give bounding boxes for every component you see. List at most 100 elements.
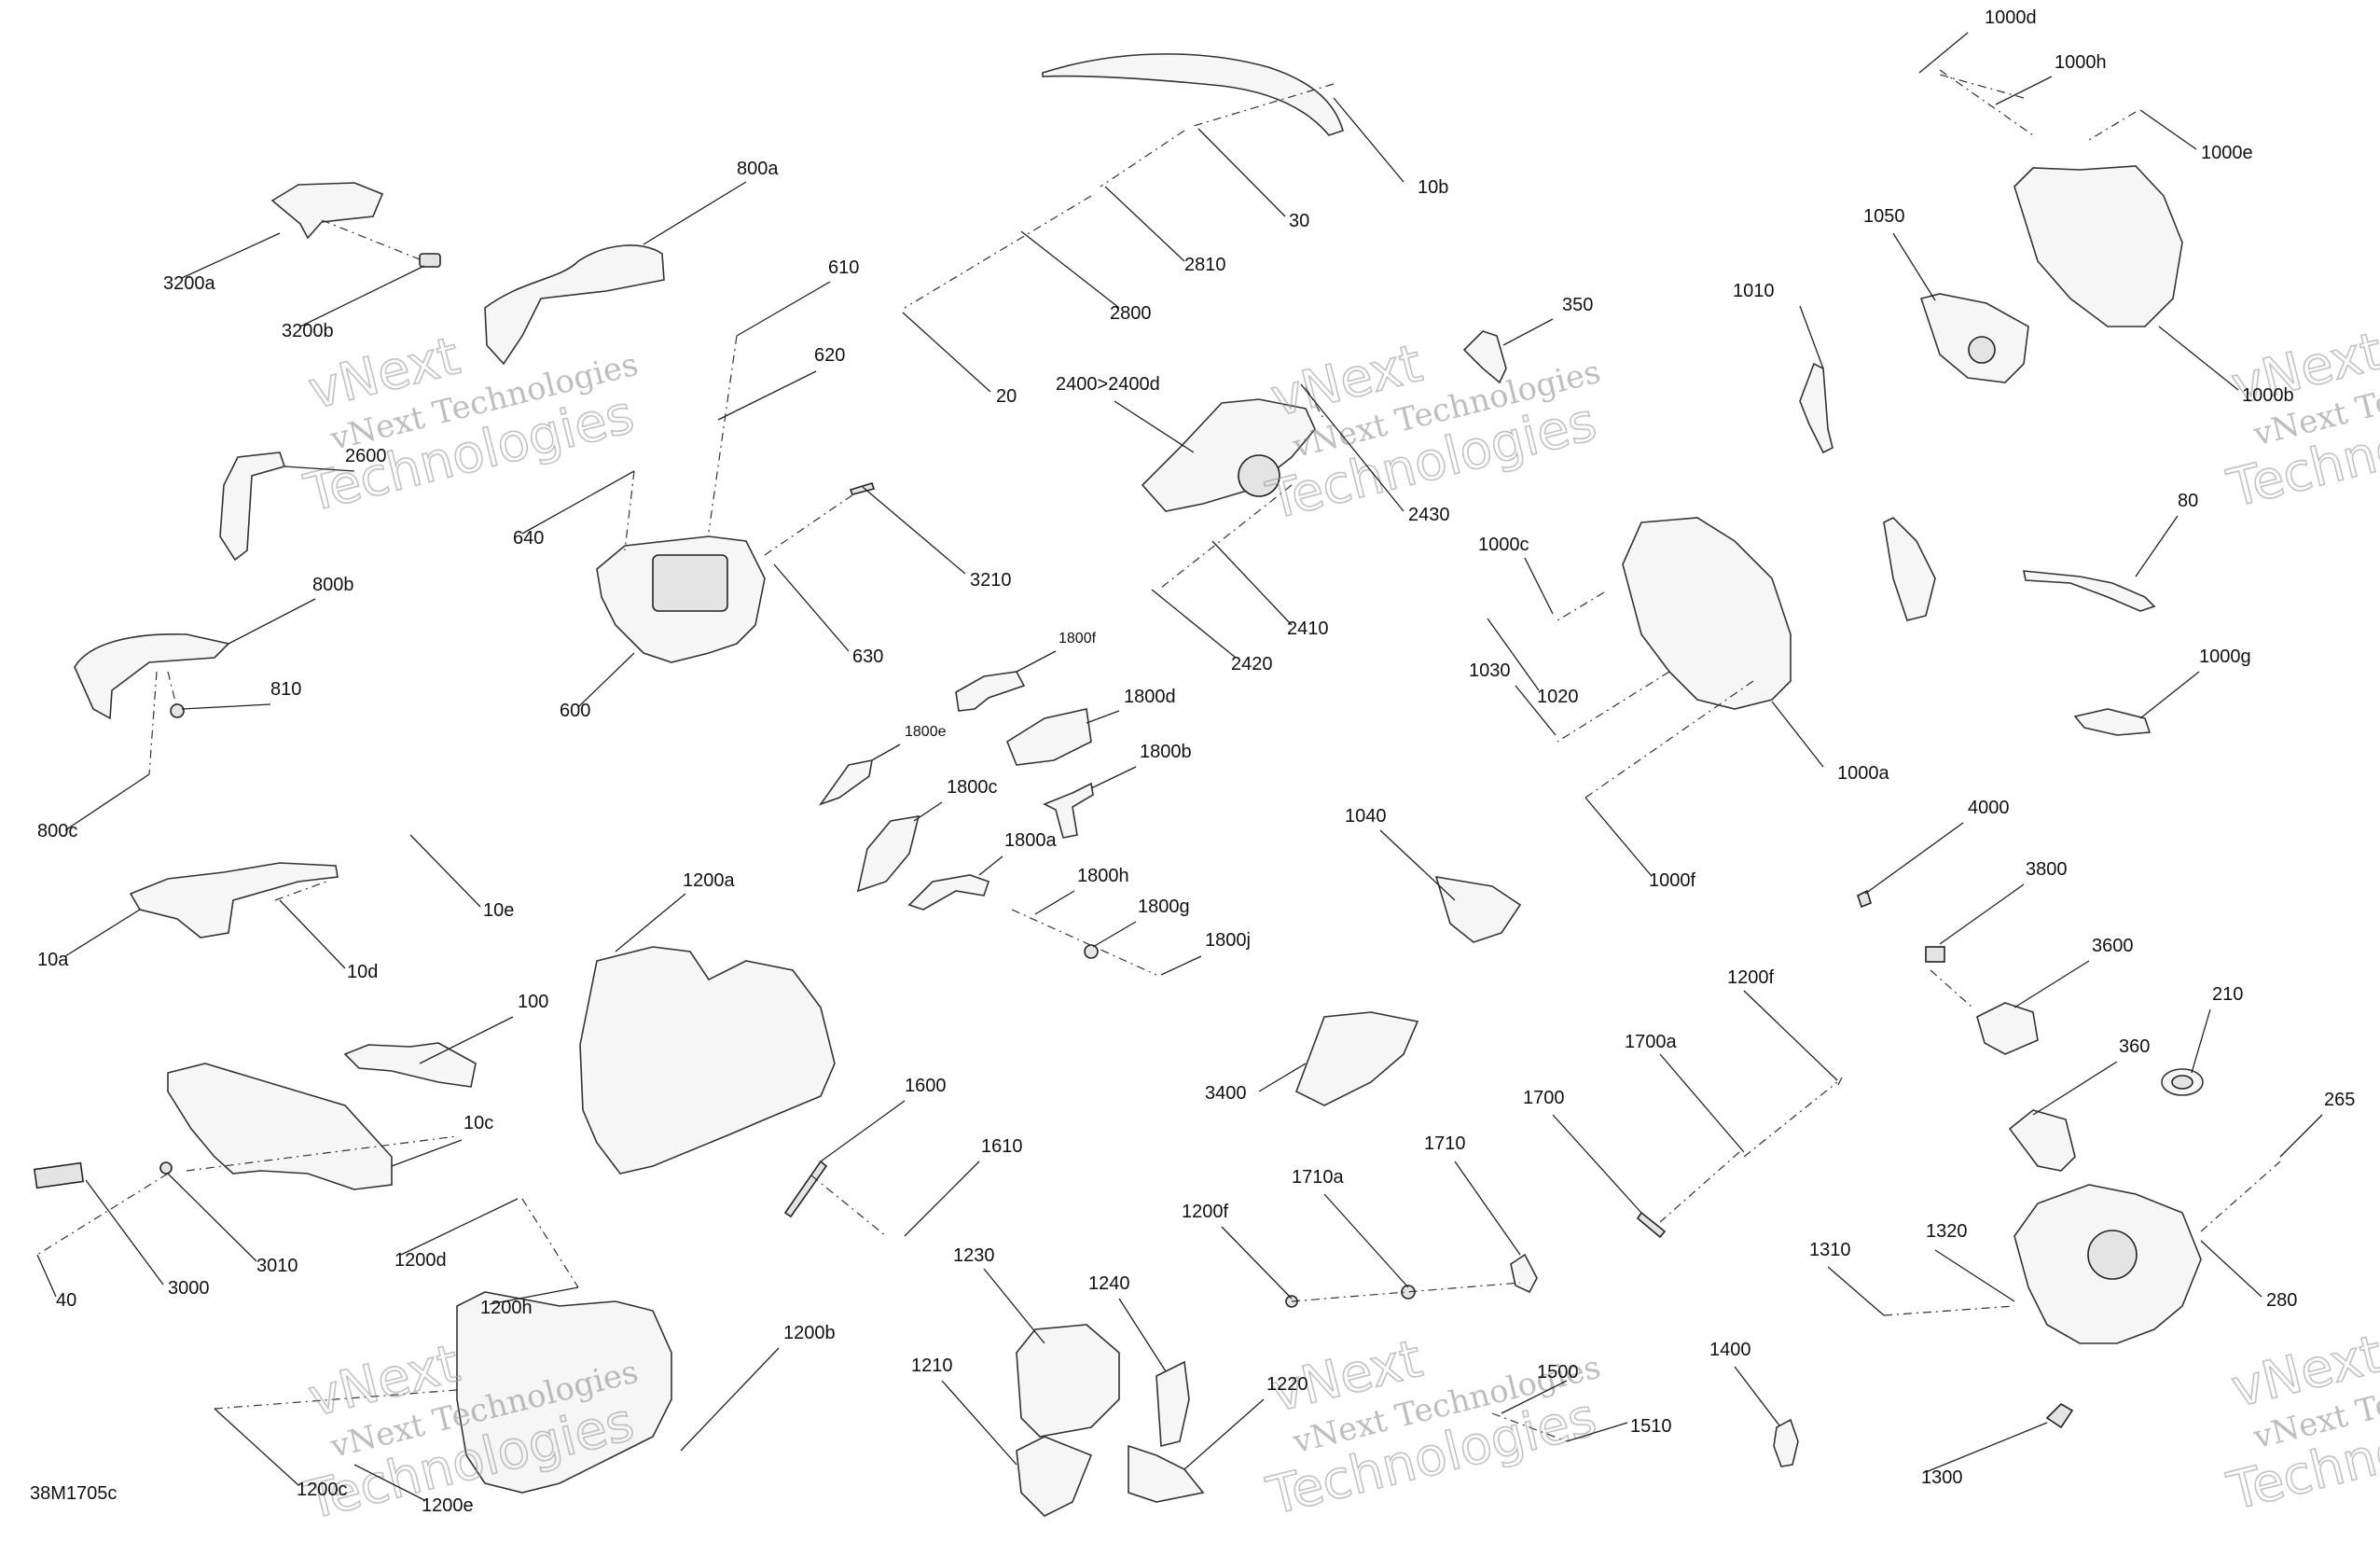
callout-label: 4000 xyxy=(1968,798,2010,818)
callout-label: 1010 xyxy=(1733,281,1775,301)
leader-line xyxy=(577,652,635,708)
leader-line xyxy=(820,1100,906,1162)
callout-1800d: 1800d xyxy=(1086,687,1176,724)
leader-line xyxy=(1454,1161,1521,1256)
part-350 xyxy=(1462,330,1507,384)
callout-label: 810 xyxy=(270,679,301,700)
callout-label: 1050 xyxy=(1863,206,1905,227)
callout-1000g: 1000g xyxy=(2139,646,2251,719)
part-810 xyxy=(170,703,185,718)
callout-1800e: 1800e xyxy=(871,724,947,761)
part-3200b xyxy=(419,253,441,268)
callout-label: 1800d xyxy=(1124,687,1176,707)
callout-label: 10a xyxy=(37,950,69,970)
leader-line xyxy=(904,1161,980,1237)
callout-800a: 800a xyxy=(643,159,779,245)
leader-line xyxy=(941,1380,1017,1466)
callout-1000a: 1000a xyxy=(1771,701,1889,784)
callout-label: 3600 xyxy=(2092,936,2134,956)
leader-line xyxy=(1092,921,1137,948)
leader-line xyxy=(1566,1422,1628,1442)
callout-2600: 2600 xyxy=(284,446,387,472)
callout-label: 600 xyxy=(560,701,590,721)
callout-label: 1040 xyxy=(1345,806,1387,827)
leader-line xyxy=(1160,955,1202,976)
callout-1200a: 1200a xyxy=(615,870,735,952)
callout-3010: 3010 xyxy=(167,1173,298,1276)
callout-1800g: 1800g xyxy=(1092,897,1190,948)
callout-label: 10e xyxy=(483,900,514,921)
callout-80: 80 xyxy=(2135,491,2198,577)
leader-line xyxy=(902,312,991,393)
callout-label: 1800a xyxy=(1004,830,1057,851)
callout-label: 1200b xyxy=(783,1323,836,1343)
callout-1200b: 1200b xyxy=(680,1323,836,1452)
callout-800b: 800b xyxy=(228,575,354,645)
part-1800d xyxy=(1006,708,1092,766)
part-1010 xyxy=(1799,362,1833,454)
leader-line xyxy=(1939,883,2025,945)
leader-line xyxy=(85,1179,164,1286)
callout-label: 3400 xyxy=(1205,1083,1247,1104)
leader-line xyxy=(181,703,271,710)
callout-label: 1000a xyxy=(1837,763,1889,784)
callout-label: 1200f xyxy=(1727,967,1774,988)
callout-800c: 800c xyxy=(37,773,150,841)
part-2400-lens xyxy=(1238,454,1280,497)
callout-labels: 1000d1000h1000e10501000b1010350801000c10… xyxy=(36,7,2355,1516)
callout-label: 2600 xyxy=(345,446,387,466)
leader-line xyxy=(1502,318,1554,346)
leader-line xyxy=(2135,515,2179,577)
callout-10c: 10c xyxy=(391,1113,493,1167)
assembly-lines xyxy=(36,69,2281,1442)
callout-label: 1800j xyxy=(1205,930,1251,951)
leader-line xyxy=(1515,685,1557,736)
part-1200a xyxy=(579,946,836,1175)
callout-label: 1020 xyxy=(1537,687,1579,707)
callout-600: 600 xyxy=(560,652,635,721)
part-1020 xyxy=(1883,517,1936,621)
part-1320-cap xyxy=(2087,1230,2138,1280)
callout-label: 10c xyxy=(464,1113,493,1133)
callout-2420: 2420 xyxy=(1151,589,1273,674)
leader-line xyxy=(1659,1053,1745,1153)
leader-line xyxy=(1827,1266,1885,1316)
callout-1000e: 1000e xyxy=(2139,109,2253,163)
part-1300 xyxy=(2045,1402,2074,1429)
part-3600 xyxy=(1976,1002,2039,1055)
leader-line xyxy=(2200,1240,2262,1298)
callout-label: 1240 xyxy=(1088,1273,1130,1294)
callout-1700: 1700 xyxy=(1523,1088,1642,1214)
part-1000g xyxy=(2073,708,2152,736)
leader-line xyxy=(1995,76,2053,105)
callout-label: 1200c xyxy=(297,1480,348,1500)
leader-line xyxy=(64,909,141,957)
part-1600 xyxy=(783,1160,828,1218)
drawing-code: 38M1705c xyxy=(30,1483,117,1504)
callout-label: 1200d xyxy=(394,1250,447,1271)
leader-line xyxy=(1090,766,1137,789)
part-1000a xyxy=(1622,517,1792,710)
part-1230 xyxy=(1016,1324,1120,1438)
callout-label: 1200f xyxy=(1182,1202,1228,1222)
part-4000 xyxy=(1857,889,1872,909)
callout-1800j: 1800j xyxy=(1160,930,1251,976)
leader-line xyxy=(773,563,850,652)
callout-label: 1200a xyxy=(683,870,735,891)
callout-label: 1310 xyxy=(1809,1240,1851,1260)
callout-2430: 2430 xyxy=(1300,383,1450,525)
leader-line xyxy=(1016,650,1057,673)
leader-line xyxy=(1118,1298,1167,1372)
part-1000b xyxy=(2013,165,2183,327)
callout-label: 3210 xyxy=(970,570,1012,591)
callout-label: 1610 xyxy=(981,1136,1023,1157)
callout-label: 1400 xyxy=(1709,1340,1751,1360)
callout-label: 800a xyxy=(737,159,779,179)
callout-label: 1800f xyxy=(1059,631,1097,646)
part-2400 xyxy=(1141,398,1316,512)
part-1050-hole xyxy=(1968,336,1996,364)
callout-label: 1000d xyxy=(1985,7,2037,28)
callout-label: 1000b xyxy=(2242,385,2294,406)
callout-1200h: 1200h xyxy=(480,1286,579,1318)
